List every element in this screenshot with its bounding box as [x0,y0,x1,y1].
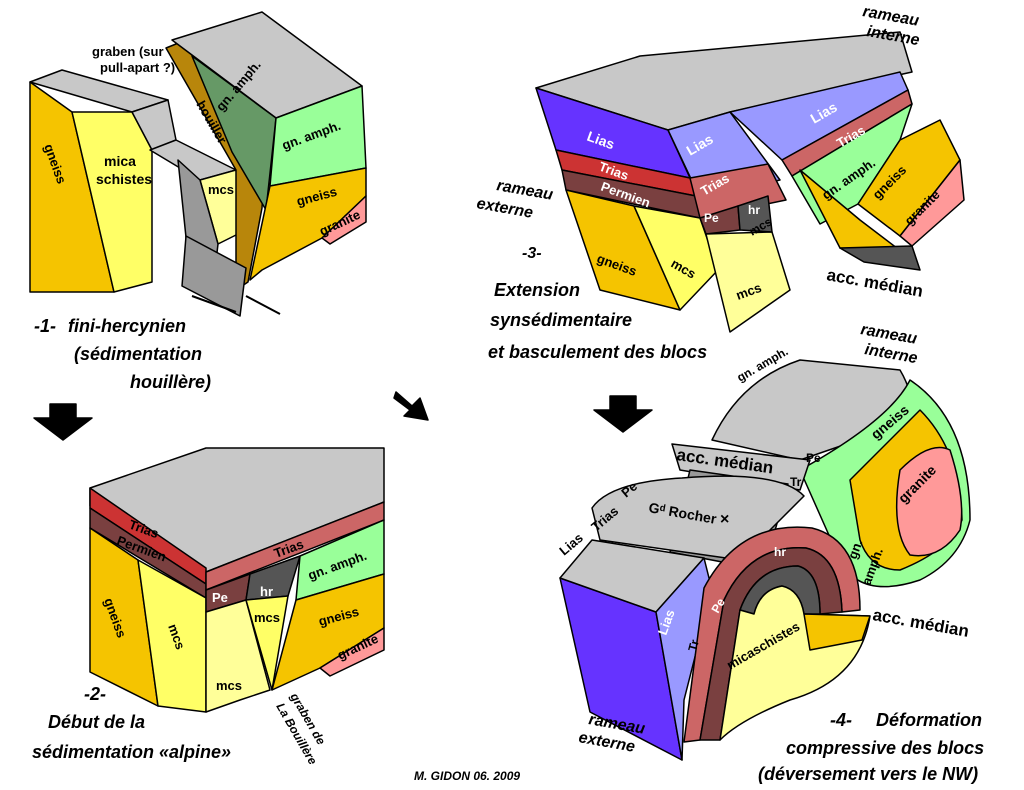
b1-label-mica: mica [104,153,136,169]
b3-label-acc: acc. médian [825,265,924,301]
b2-caption-1: Début de la [48,712,145,732]
b4-label-hr: hr [774,545,786,559]
b3-caption-num: -3- [522,245,542,262]
b2-caption-2: sédimentation «alpine» [32,742,231,762]
arrow-down-left [33,403,93,441]
b3-caption-3: et basculement des blocs [488,342,707,362]
b2-caption-num: -2- [84,684,106,704]
b4-caption-num: -4- [830,710,852,730]
b1-caption-1: fini-hercynien [68,316,186,336]
b1-label-graben2: pull-apart ?) [100,60,175,75]
arrow-down-right [593,395,653,433]
b3-label-hr: hr [748,203,760,217]
b4-acc-bottom [803,613,871,651]
b1-left-mica [71,111,153,293]
b3-label-pe: Pe [704,211,719,225]
b2-graben-mcs [245,595,289,691]
b1-caption-2: (sédimentation [74,344,202,364]
block-1 [29,11,367,317]
b4-label-gn: gn. [845,538,866,561]
b3-fault [839,245,921,271]
b4-label-acc-bottom: acc. médian [871,605,970,641]
b2-label-mcs-center: mcs [254,610,280,625]
b4-caption-1: Déformation [876,710,982,730]
b1-caption-num: -1- [34,316,56,336]
b1-label-schistes: schistes [96,171,152,187]
b1-label-mcs: mcs [208,182,234,197]
b3-mcs-mid [705,231,791,333]
b4-label-cross: × [720,511,729,528]
b1-granite [321,195,367,245]
b2-label-mcs-bottom: mcs [216,678,242,693]
block-2 [89,447,385,713]
b4-label-tr-side: Tr [685,638,702,653]
credit-text: M. GIDON 06. 2009 [414,769,520,783]
b3-caption-2: synsédimentaire [490,310,632,330]
b2-label-hr: hr [260,584,273,599]
b4-label-tr-top: Tr [790,475,802,489]
b4-label-pe-side: Pe [708,596,728,616]
b2-mcs-side [205,599,271,713]
b4-acc-top [671,443,811,491]
arrow-up-right [393,391,429,421]
b3-caption-1: Extension [494,280,580,300]
b1-caption-3: houillère) [130,372,211,392]
b1-label-graben: graben (sur [92,44,164,59]
b3-granite [899,159,965,247]
b2-granite-side [319,627,385,677]
b4-label-pe-top: Pe [806,451,821,465]
b4-caption-2: compressive des blocs [786,738,984,758]
b2-label-pe: Pe [212,590,228,605]
block-4 [559,359,971,761]
block-3 [535,31,965,333]
b4-granite-arc [895,446,963,557]
b3-gneiss-right [857,119,961,237]
b1-fault-plane [181,235,247,317]
b4-caption-3: (déversement vers le NW) [758,764,978,784]
